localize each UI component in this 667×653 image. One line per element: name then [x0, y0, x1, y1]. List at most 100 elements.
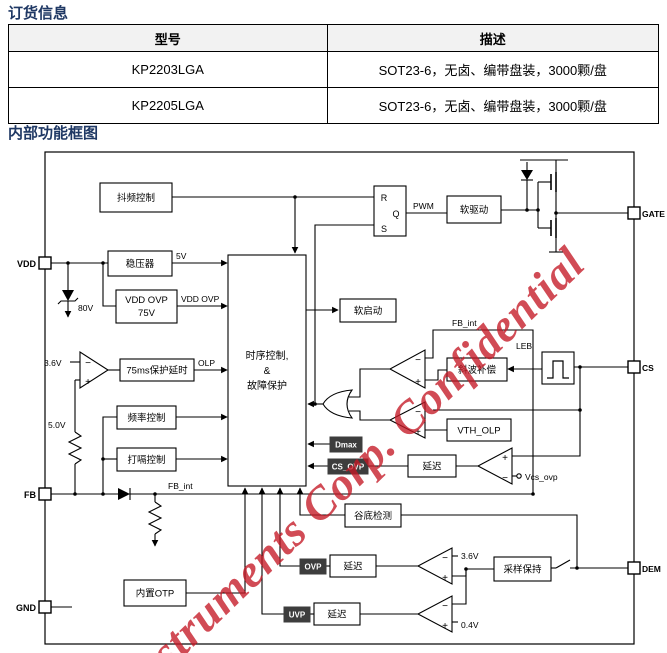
- cs-ovp-label: CS_OVP: [332, 463, 365, 472]
- ordering-table: 型号 描述 KP2203LGA SOT23-6，无卤、编带盘装，3000颗/盘 …: [8, 24, 659, 124]
- label-fb-int-top: FB_int: [452, 318, 477, 328]
- frequency-control-label: 频率控制: [127, 412, 165, 424]
- olp-delay-label: 75ms保护延时: [126, 365, 188, 377]
- plus-sign: +: [415, 377, 421, 388]
- valley-detect-block: [344, 503, 402, 528]
- dem-pin-label: DEM: [642, 564, 661, 574]
- or-gate: [322, 389, 354, 419]
- soft-drive-block: [446, 195, 502, 224]
- cell-model: KP2203LGA: [8, 51, 328, 88]
- sample-hold-label: 采样保持: [503, 564, 542, 576]
- delay-block-2: [329, 554, 377, 578]
- regulator-block: [107, 250, 173, 277]
- delay-block-3: [313, 602, 361, 626]
- soft-start-label: 软启动: [354, 305, 383, 317]
- plus-sign: +: [502, 453, 508, 464]
- fb-diode: [118, 488, 130, 500]
- pins: VDD FB GND GATE CS DEM: [16, 206, 665, 614]
- delay-label-2: 延迟: [343, 561, 363, 573]
- minus-sign: −: [415, 355, 421, 366]
- vth-olp-block: [446, 418, 512, 442]
- label-vdd-ovp: VDD OVP: [181, 294, 220, 304]
- gate-pin: [627, 206, 641, 220]
- slope-comp-label: 斜波补偿: [458, 364, 497, 376]
- ovp-label: OVP: [305, 563, 323, 572]
- vdd-ovp-label-1: VDD OVP: [125, 295, 168, 306]
- cell-desc: SOT23-6，无卤、编带盘装，3000颗/盘: [326, 87, 659, 124]
- cs-pin-label: CS: [642, 363, 654, 373]
- leb-label: LEB: [516, 341, 532, 351]
- ff-r-label: R: [381, 193, 388, 203]
- ovp-tag: [299, 558, 327, 575]
- ff-q-label: Q: [392, 209, 399, 219]
- vdd-pin: [38, 256, 52, 270]
- vdd-ovp-label-2: 75V: [138, 308, 156, 319]
- timing-label-2: &: [264, 366, 271, 377]
- hiccup-control-label: 打嗝控制: [127, 454, 165, 466]
- gate-driver-mosfets: [550, 172, 557, 238]
- rs-flipflop-block: [373, 185, 407, 237]
- table-header-row: 型号 描述: [8, 24, 659, 52]
- plus-sign: +: [442, 621, 448, 632]
- label-5v: 5V: [176, 251, 187, 261]
- table-row: KP2203LGA SOT23-6，无卤、编带盘装，3000颗/盘: [8, 51, 659, 88]
- cell-desc: SOT23-6，无卤、编带盘装，3000颗/盘: [326, 51, 659, 88]
- label-80v: 80V: [78, 303, 93, 313]
- soft-start-block: [339, 298, 397, 323]
- dem-pin: [627, 561, 641, 575]
- cs-ovp-comparator: [476, 447, 513, 485]
- vdd-pin-label: VDD: [17, 259, 37, 269]
- vdd-ovp-block: [115, 289, 178, 324]
- valley-detect-label: 谷底检测: [354, 510, 392, 522]
- dmax-label: Dmax: [335, 441, 357, 450]
- fb-pin-label: FB: [24, 490, 36, 500]
- label-0v4: 0.4V: [461, 620, 479, 630]
- ff-s-label: S: [381, 224, 387, 234]
- table-row: KP2205LGA SOT23-6，无卤、编带盘装，3000颗/盘: [8, 87, 659, 124]
- timing-label-1: 时序控制,: [246, 349, 289, 362]
- section-title-ordering: 订货信息: [8, 5, 69, 22]
- dmax-tag: [329, 436, 363, 453]
- uvp-label: UVP: [289, 611, 306, 620]
- signal-labels: 5V VDD OVP OLP 80V 3.6V 5.0V FB_int FB_i…: [44, 201, 558, 630]
- label-olp: OLP: [198, 358, 215, 368]
- timing-label-3: 故障保护: [247, 379, 287, 392]
- minus-sign: −: [415, 407, 421, 418]
- otp-label: 内置OTP: [136, 588, 175, 600]
- blocks: 抖频控制 稳压器 VDD OVP 75V 75ms保护延时 频率控制 打嗝控制 …: [99, 182, 575, 626]
- column-header-model: 型号: [8, 24, 328, 52]
- gnd-pin: [38, 600, 52, 614]
- comparators: − + − + − + + − − + − +: [79, 349, 513, 633]
- leb-pulse-icon: [547, 360, 569, 379]
- frequency-control-block: [116, 405, 177, 430]
- delay-block-1: [407, 454, 457, 478]
- label-pwm: PWM: [413, 201, 434, 211]
- slope-comp-block: [446, 357, 508, 382]
- signal-tags: Dmax CS_OVP OVP UVP: [283, 436, 369, 623]
- gnd-pin-label: GND: [16, 603, 37, 613]
- label-fb-int-bottom: FB_int: [168, 481, 193, 491]
- minus-sign: −: [502, 473, 508, 484]
- minus-sign: −: [442, 553, 448, 564]
- functional-block-diagram: 抖频控制 稳压器 VDD OVP 75V 75ms保护延时 频率控制 打嗝控制 …: [16, 151, 665, 645]
- hiccup-control-block: [116, 447, 177, 472]
- olp-delay-block: [119, 358, 195, 382]
- ovp-comparator: [416, 547, 453, 585]
- plus-sign: +: [415, 427, 421, 438]
- pwm-comparator: [388, 349, 426, 389]
- vth-olp-label: VTH_OLP: [457, 426, 500, 437]
- zener-diode-80v: [62, 290, 74, 301]
- sample-hold-block: [493, 556, 552, 582]
- regulator-label: 稳压器: [126, 258, 155, 270]
- uvp-tag: [283, 606, 311, 623]
- minus-sign: −: [442, 601, 448, 612]
- label-vcs-ovp: Vcs_ovp: [525, 472, 558, 482]
- column-header-desc: 描述: [326, 24, 659, 52]
- jitter-control-block: [99, 182, 173, 213]
- label-3v6-left: 3.6V: [44, 358, 62, 368]
- gate-pin-label: GATE: [642, 209, 665, 219]
- leb-block: [541, 351, 575, 385]
- delay-label-1: 延迟: [422, 461, 442, 473]
- plus-sign: +: [442, 573, 448, 584]
